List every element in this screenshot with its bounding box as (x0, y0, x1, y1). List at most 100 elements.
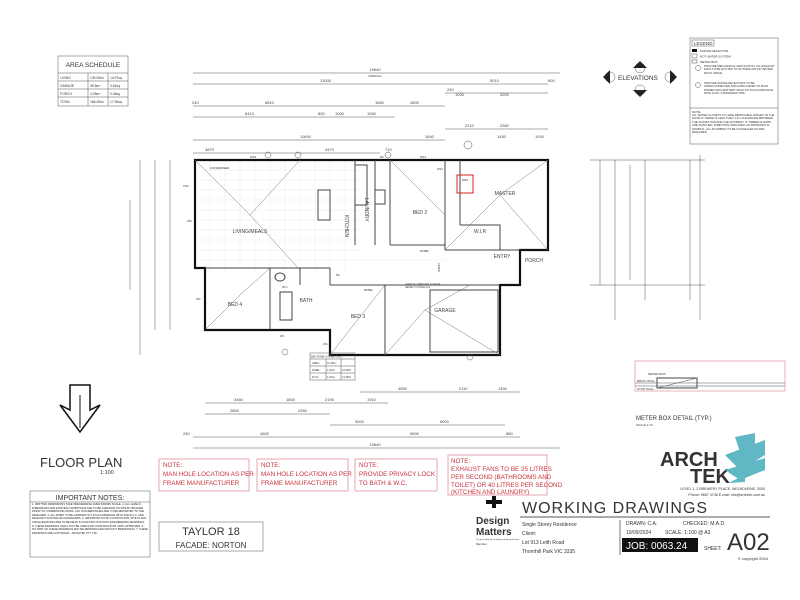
dim: 2800 (230, 408, 240, 413)
dim: 1260 (367, 111, 377, 116)
note-line: PROVIDE PRIVACY LOCK (359, 471, 436, 478)
floor-tile-grid (195, 160, 445, 270)
checked-by: CHECKED: M.A.D. (683, 521, 726, 527)
dimensions-top: 19640 OVERALL 13030 5010 600 240 240 681… (192, 67, 560, 154)
table-cell: 1.25m² (327, 375, 335, 379)
table-cell: 12.28% (342, 368, 351, 372)
room-bed2: BED 2 (413, 210, 428, 216)
window-tag: W12 (420, 155, 427, 159)
room-bed4: BED 4 (228, 302, 243, 308)
meter-box-title: METER BOX DETAIL (TYP.) (636, 416, 712, 422)
dim: 2360 (500, 123, 510, 128)
dim: 600 (548, 78, 555, 83)
room-laundry: LAUNDRY (363, 198, 369, 222)
note-title: NOTE: (359, 462, 378, 469)
dim: 800 (318, 111, 325, 116)
dim: 11690 (300, 134, 312, 139)
note-line: EXHAUST FANS TO BE 25 LITRES (451, 466, 552, 473)
title-block: ARCH TEK LEVEL 1, 2 BREWERY PLACE, MELBO… (476, 433, 770, 561)
dim: 3460 (234, 397, 244, 402)
room-living: LIVING/MEALS (233, 229, 268, 235)
note-box: NOTE: MAN HOLE LOCATION AS PER FRAME MAN… (158, 458, 254, 492)
dim: 240 (183, 431, 190, 436)
cooktop (354, 164, 368, 206)
dim: 1000 (335, 111, 345, 116)
room-bath: BATH (300, 298, 313, 304)
garage-slab (429, 289, 499, 353)
condenser-label: CONDENSER (210, 166, 230, 170)
working-drawings-heading: WORKING DRAWINGS (522, 500, 708, 517)
logo-text: ARCH (660, 449, 718, 471)
dim: 1640 (425, 134, 435, 139)
room-entry: ENTRY (494, 254, 512, 260)
meter-box-label: METER BOX (648, 372, 666, 376)
legend-item: SMOKE DETECTOR (700, 49, 729, 53)
note-line: PER SECOND (BATHROOMS AND (451, 474, 552, 481)
dim: 1000 (455, 92, 465, 97)
area-row-name: GARAGE (60, 84, 75, 88)
kitchen-island (317, 189, 331, 221)
note-title: NOTE: (163, 462, 182, 469)
note-line: (KITCHEN AND LAUNDRY) (451, 489, 529, 496)
dim: 6410 (245, 111, 255, 116)
note-title: NOTE: (261, 462, 280, 469)
job-badge (622, 538, 698, 552)
dm-member: Member (476, 542, 487, 546)
drawn-by: DRAWN: C.A. (626, 521, 657, 527)
dim: 4600 (260, 431, 270, 436)
room-pa: PA (336, 273, 340, 277)
dim: 240 (447, 87, 454, 92)
note-title: NOTE: (451, 458, 470, 465)
design-matters-icon (486, 496, 502, 508)
note-box: NOTE: EXHAUST FANS TO BE 25 LITRES PER S… (447, 454, 563, 496)
dim: 860 (506, 431, 513, 436)
dim: 1450 (498, 386, 508, 391)
legend-notes-body: ALL WATER CLOSETS TO HAVE REMOVABLE HING… (692, 114, 775, 135)
table-cell: 10.18m² (327, 361, 337, 365)
archtek-logo: ARCH TEK (660, 433, 765, 488)
floor-plan-scale: 1:100 (100, 470, 114, 476)
room-wc: W.C (282, 285, 288, 289)
site-address: Lot 913 Leith Road (522, 540, 564, 546)
project-facade: FACADE: NORTON (176, 541, 247, 550)
dim: 4650 (398, 386, 408, 391)
north-arrow-icon (59, 384, 101, 434)
project-box: TAYLOR 18 FACADE: NORTON (158, 521, 264, 552)
dim: 2190 (325, 397, 335, 402)
dm-text: Matters (476, 527, 512, 538)
drawing-scale: SCALE: 1:100 @ A3 (665, 530, 711, 536)
garage-threshold-note: GARAGE THRESHOLD DETAIL REFER TO PAGE A1… (405, 283, 441, 289)
floor-plan-title: FLOOR PLAN (40, 455, 122, 470)
project-name: TAYLOR 18 (182, 526, 240, 538)
dim: 1650 (375, 100, 385, 105)
area-row-m2: 139.08m² (90, 76, 105, 80)
legend-box: LEGEND SMOKE DETECTOR HOT WATER SYSTEM M… (689, 37, 779, 145)
important-notes-body: 1. WRITTEN DIMENSIONS TAKE PRECEDENCE OV… (32, 503, 148, 535)
room-ens: ENS (462, 178, 468, 182)
legend-item: METER BOX (700, 60, 718, 64)
note-line: TO BATH & W.C. (359, 480, 407, 487)
note-line: FRAME MANUFACTURER (163, 480, 240, 487)
legend-title: LEGEND (694, 41, 713, 46)
dimensions-bottom: 4650 2110 1450 3460 1800 2190 1910 2800 … (183, 386, 560, 449)
note-line: TOILET) OR 40 LITRES PER SECOND (451, 482, 563, 489)
brick-wall-label: BRICK WALL (637, 379, 655, 383)
table-cell: 12.28% (342, 375, 351, 379)
elevations-key: ELEVATIONS (603, 61, 677, 97)
note-line: MAN HOLE LOCATION AS PER (261, 471, 352, 478)
meter-box-scale: SCALE 1:10 (636, 423, 653, 427)
elevations-label: ELEVATIONS (618, 75, 659, 82)
important-notes-title: IMPORTANT NOTES: (56, 495, 125, 502)
note-line: FRAME MANUFACTURER (261, 480, 338, 487)
bed-robe-title: BED ROBE & ROBE CALC (311, 355, 343, 359)
note-box: NOTE: MAN HOLE LOCATION AS PER FRAME MAN… (256, 458, 352, 492)
room-porch: PORCH (525, 258, 543, 264)
dim-overall: 19640 (369, 442, 381, 447)
area-schedule-title: AREA SCHEDULE (66, 62, 121, 69)
area-schedule: AREA SCHEDULE LIVING 139.08m² 14.97sq GA… (57, 55, 129, 107)
logo-mark-icon (725, 433, 765, 483)
window-tag: W11 (437, 167, 443, 171)
dim: 3200 (500, 92, 510, 97)
room-garage: GARAGE (434, 308, 456, 314)
logo-text: TEK (690, 466, 731, 488)
